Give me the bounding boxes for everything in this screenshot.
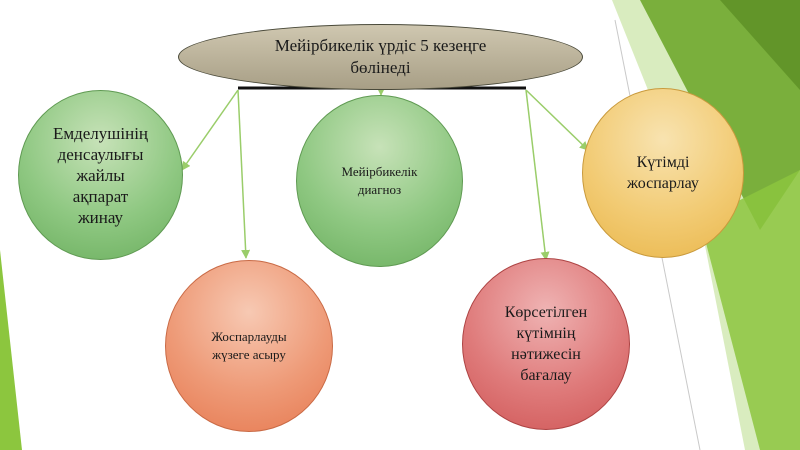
connector-to-node-3 — [525, 89, 589, 151]
connector-to-node-1 — [181, 89, 239, 171]
right-mid-green-band — [700, 170, 800, 450]
left-green-triangle — [0, 250, 22, 450]
right-top-green-band — [720, 0, 800, 90]
stage-node-care-planning: Күтімді жоспарлау — [582, 88, 744, 258]
diagram-title: Мейірбикелік үрдіс 5 кезеңге бөлінеді — [274, 36, 487, 77]
stage-label: Жоспарлауды жүзеге асыру — [211, 329, 287, 362]
stage-node-evaluation: Көрсетілген күтімнің нәтижесін бағалау — [462, 258, 630, 430]
diagram-title-ellipse: Мейірбикелік үрдіс 5 кезеңге бөлінеді — [178, 24, 583, 90]
stage-label: Көрсетілген күтімнің нәтижесін бағалау — [504, 304, 588, 384]
stage-node-implementation: Жоспарлауды жүзеге асыру — [165, 260, 333, 432]
stage-label: Күтімді жоспарлау — [627, 154, 699, 192]
stage-label: Мейірбикелік диагноз — [341, 164, 418, 197]
stage-node-data-collection: Емделушінің денсаулығы жайлы ақпарат жин… — [18, 90, 183, 260]
stage-node-nursing-diagnosis: Мейірбикелік диагноз — [296, 95, 463, 267]
stage-label: Емделушінің денсаулығы жайлы ақпарат жин… — [52, 123, 149, 227]
connector-to-node-5 — [525, 89, 550, 261]
connector-to-node-4 — [237, 89, 251, 259]
